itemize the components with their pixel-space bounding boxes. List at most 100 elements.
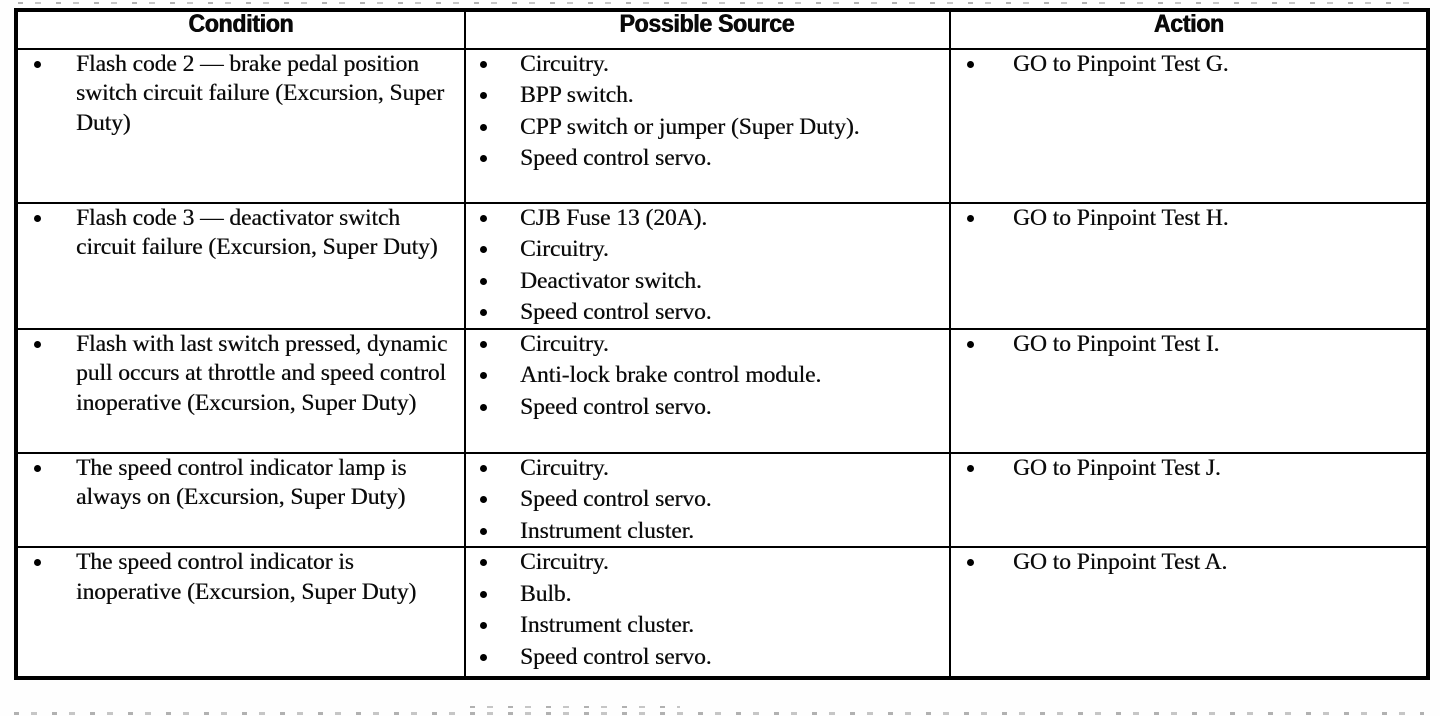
bullet-icon xyxy=(480,464,487,472)
list-item: Flash code 3 — deactivator switch circui… xyxy=(18,204,464,263)
diagnostic-table: Condition Possible Source Action Flash c xyxy=(14,8,1430,681)
bullet-icon xyxy=(34,340,41,348)
bullet-icon xyxy=(967,464,974,472)
table-row: Flash code 3 — deactivator switch circui… xyxy=(15,202,1429,330)
source-bullet-list: Circuitry. BPP switch. CPP switch or jum… xyxy=(466,50,949,174)
column-header-condition: Condition xyxy=(15,9,466,50)
list-item: Circuitry. xyxy=(466,50,949,79)
list-item: Circuitry. xyxy=(466,548,949,577)
bullet-icon xyxy=(480,123,487,131)
list-item-text: GO to Pinpoint Test I. xyxy=(1013,330,1220,357)
bullet-icon xyxy=(480,653,487,661)
table-body: Flash code 2 — brake pedal position swit… xyxy=(15,48,1429,680)
cell-condition: Flash code 2 — brake pedal position swit… xyxy=(15,48,466,204)
list-item: Speed control servo. xyxy=(466,643,949,672)
list-item-text: BPP switch. xyxy=(520,82,634,109)
list-item-text: Instrument cluster. xyxy=(520,612,694,639)
list-item: The speed control indicator is inoperati… xyxy=(18,548,464,607)
list-item-text: Speed control servo. xyxy=(520,299,712,326)
condition-bullet-list: Flash code 2 — brake pedal position swit… xyxy=(18,50,464,138)
list-item-text: CJB Fuse 13 (20A). xyxy=(520,205,708,231)
list-item: Flash with last switch pressed, dynamic … xyxy=(18,330,464,418)
bullet-icon xyxy=(480,496,487,504)
scan-artifact-top xyxy=(18,2,1418,4)
list-item: Instrument cluster. xyxy=(466,517,949,546)
list-item-text: Speed control servo. xyxy=(520,643,712,670)
bullet-icon xyxy=(480,559,487,567)
list-item: Speed control servo. xyxy=(466,298,949,327)
list-item-text: Speed control servo. xyxy=(520,486,712,513)
list-item-text: Speed control servo. xyxy=(520,393,712,420)
list-item-text: Circuitry. xyxy=(520,549,609,576)
list-item: Speed control servo. xyxy=(466,485,949,514)
column-header-possible-source-label: Possible Source xyxy=(620,10,795,38)
bullet-icon xyxy=(480,527,487,535)
cell-possible-source: Circuitry. Anti-lock brake control modul… xyxy=(464,327,951,454)
cell-action: GO to Pinpoint Test A. xyxy=(949,546,1429,680)
cell-action: GO to Pinpoint Test G. xyxy=(949,48,1429,204)
column-header-possible-source: Possible Source xyxy=(464,9,951,50)
bullet-icon xyxy=(480,155,487,163)
table-row: Flash code 2 — brake pedal position swit… xyxy=(15,48,1429,204)
bullet-icon xyxy=(967,559,974,567)
bullet-icon xyxy=(34,61,41,68)
list-item-text: The speed control indicator is inoperati… xyxy=(76,549,417,605)
bullet-icon xyxy=(480,622,487,630)
list-item-text: Circuitry. xyxy=(520,51,609,77)
bullet-icon xyxy=(967,61,974,68)
cell-condition: Flash code 3 — deactivator switch circui… xyxy=(15,202,466,330)
list-item: GO to Pinpoint Test A. xyxy=(951,548,1426,577)
list-item-text: GO to Pinpoint Test H. xyxy=(1013,205,1229,231)
list-item: Circuitry. xyxy=(466,454,949,483)
list-item-text: GO to Pinpoint Test G. xyxy=(1013,51,1229,77)
cell-possible-source: Circuitry. Bulb. Instrument cluster. xyxy=(464,546,951,680)
cell-condition: The speed control indicator is inoperati… xyxy=(15,546,466,680)
list-item-text: Circuitry. xyxy=(520,454,609,481)
action-bullet-list: GO to Pinpoint Test A. xyxy=(951,548,1426,577)
source-bullet-list: Circuitry. Speed control servo. Instrume… xyxy=(466,454,949,546)
list-item-text: The speed control indicator lamp is alwa… xyxy=(76,454,407,511)
list-item: BPP switch. xyxy=(466,81,949,110)
list-item: Circuitry. xyxy=(466,235,949,264)
action-bullet-list: GO to Pinpoint Test J. xyxy=(951,454,1426,483)
bullet-icon xyxy=(480,340,487,348)
cell-possible-source: CJB Fuse 13 (20A). Circuitry. Deactivato… xyxy=(464,202,951,330)
list-item-text: Flash with last switch pressed, dynamic … xyxy=(76,330,448,416)
bullet-icon xyxy=(480,215,487,222)
list-item: GO to Pinpoint Test H. xyxy=(951,204,1426,233)
list-item: GO to Pinpoint Test G. xyxy=(951,50,1426,79)
list-item: CJB Fuse 13 (20A). xyxy=(466,204,949,233)
column-header-action-label: Action xyxy=(1153,10,1224,38)
column-header-action: Action xyxy=(949,9,1429,50)
table-row: Flash with last switch pressed, dynamic … xyxy=(15,327,1429,454)
list-item-text: Circuitry. xyxy=(520,330,609,357)
list-item: Speed control servo. xyxy=(466,393,949,422)
list-item: Circuitry. xyxy=(466,330,949,359)
bullet-icon xyxy=(480,309,487,317)
cell-action: GO to Pinpoint Test J. xyxy=(949,451,1429,549)
list-item: Anti-lock brake control module. xyxy=(466,361,949,390)
scan-artifact-inner xyxy=(470,706,680,708)
scan-artifact-bottom xyxy=(14,712,1424,715)
bullet-icon xyxy=(967,340,974,348)
source-bullet-list: Circuitry. Anti-lock brake control modul… xyxy=(466,330,949,422)
bullet-icon xyxy=(480,246,487,254)
condition-bullet-list: Flash with last switch pressed, dynamic … xyxy=(18,330,464,418)
table-header: Condition Possible Source Action xyxy=(15,9,1429,50)
list-item: The speed control indicator lamp is alwa… xyxy=(18,454,464,513)
cell-condition: Flash with last switch pressed, dynamic … xyxy=(15,327,466,454)
list-item-text: GO to Pinpoint Test A. xyxy=(1013,549,1228,576)
column-header-condition-label: Condition xyxy=(188,10,294,38)
cell-possible-source: Circuitry. BPP switch. CPP switch or jum… xyxy=(464,48,951,204)
source-bullet-list: CJB Fuse 13 (20A). Circuitry. Deactivato… xyxy=(466,204,949,328)
list-item-text: Flash code 3 — deactivator switch circui… xyxy=(76,205,438,261)
list-item-text: Anti-lock brake control module. xyxy=(520,362,822,389)
bullet-icon xyxy=(480,92,487,100)
table-row: The speed control indicator lamp is alwa… xyxy=(15,451,1429,549)
cell-condition: The speed control indicator lamp is alwa… xyxy=(15,451,466,549)
source-bullet-list: Circuitry. Bulb. Instrument cluster. xyxy=(466,548,949,672)
list-item-text: Deactivator switch. xyxy=(520,267,702,294)
list-item: Bulb. xyxy=(466,580,949,609)
list-item-text: Speed control servo. xyxy=(520,145,712,172)
